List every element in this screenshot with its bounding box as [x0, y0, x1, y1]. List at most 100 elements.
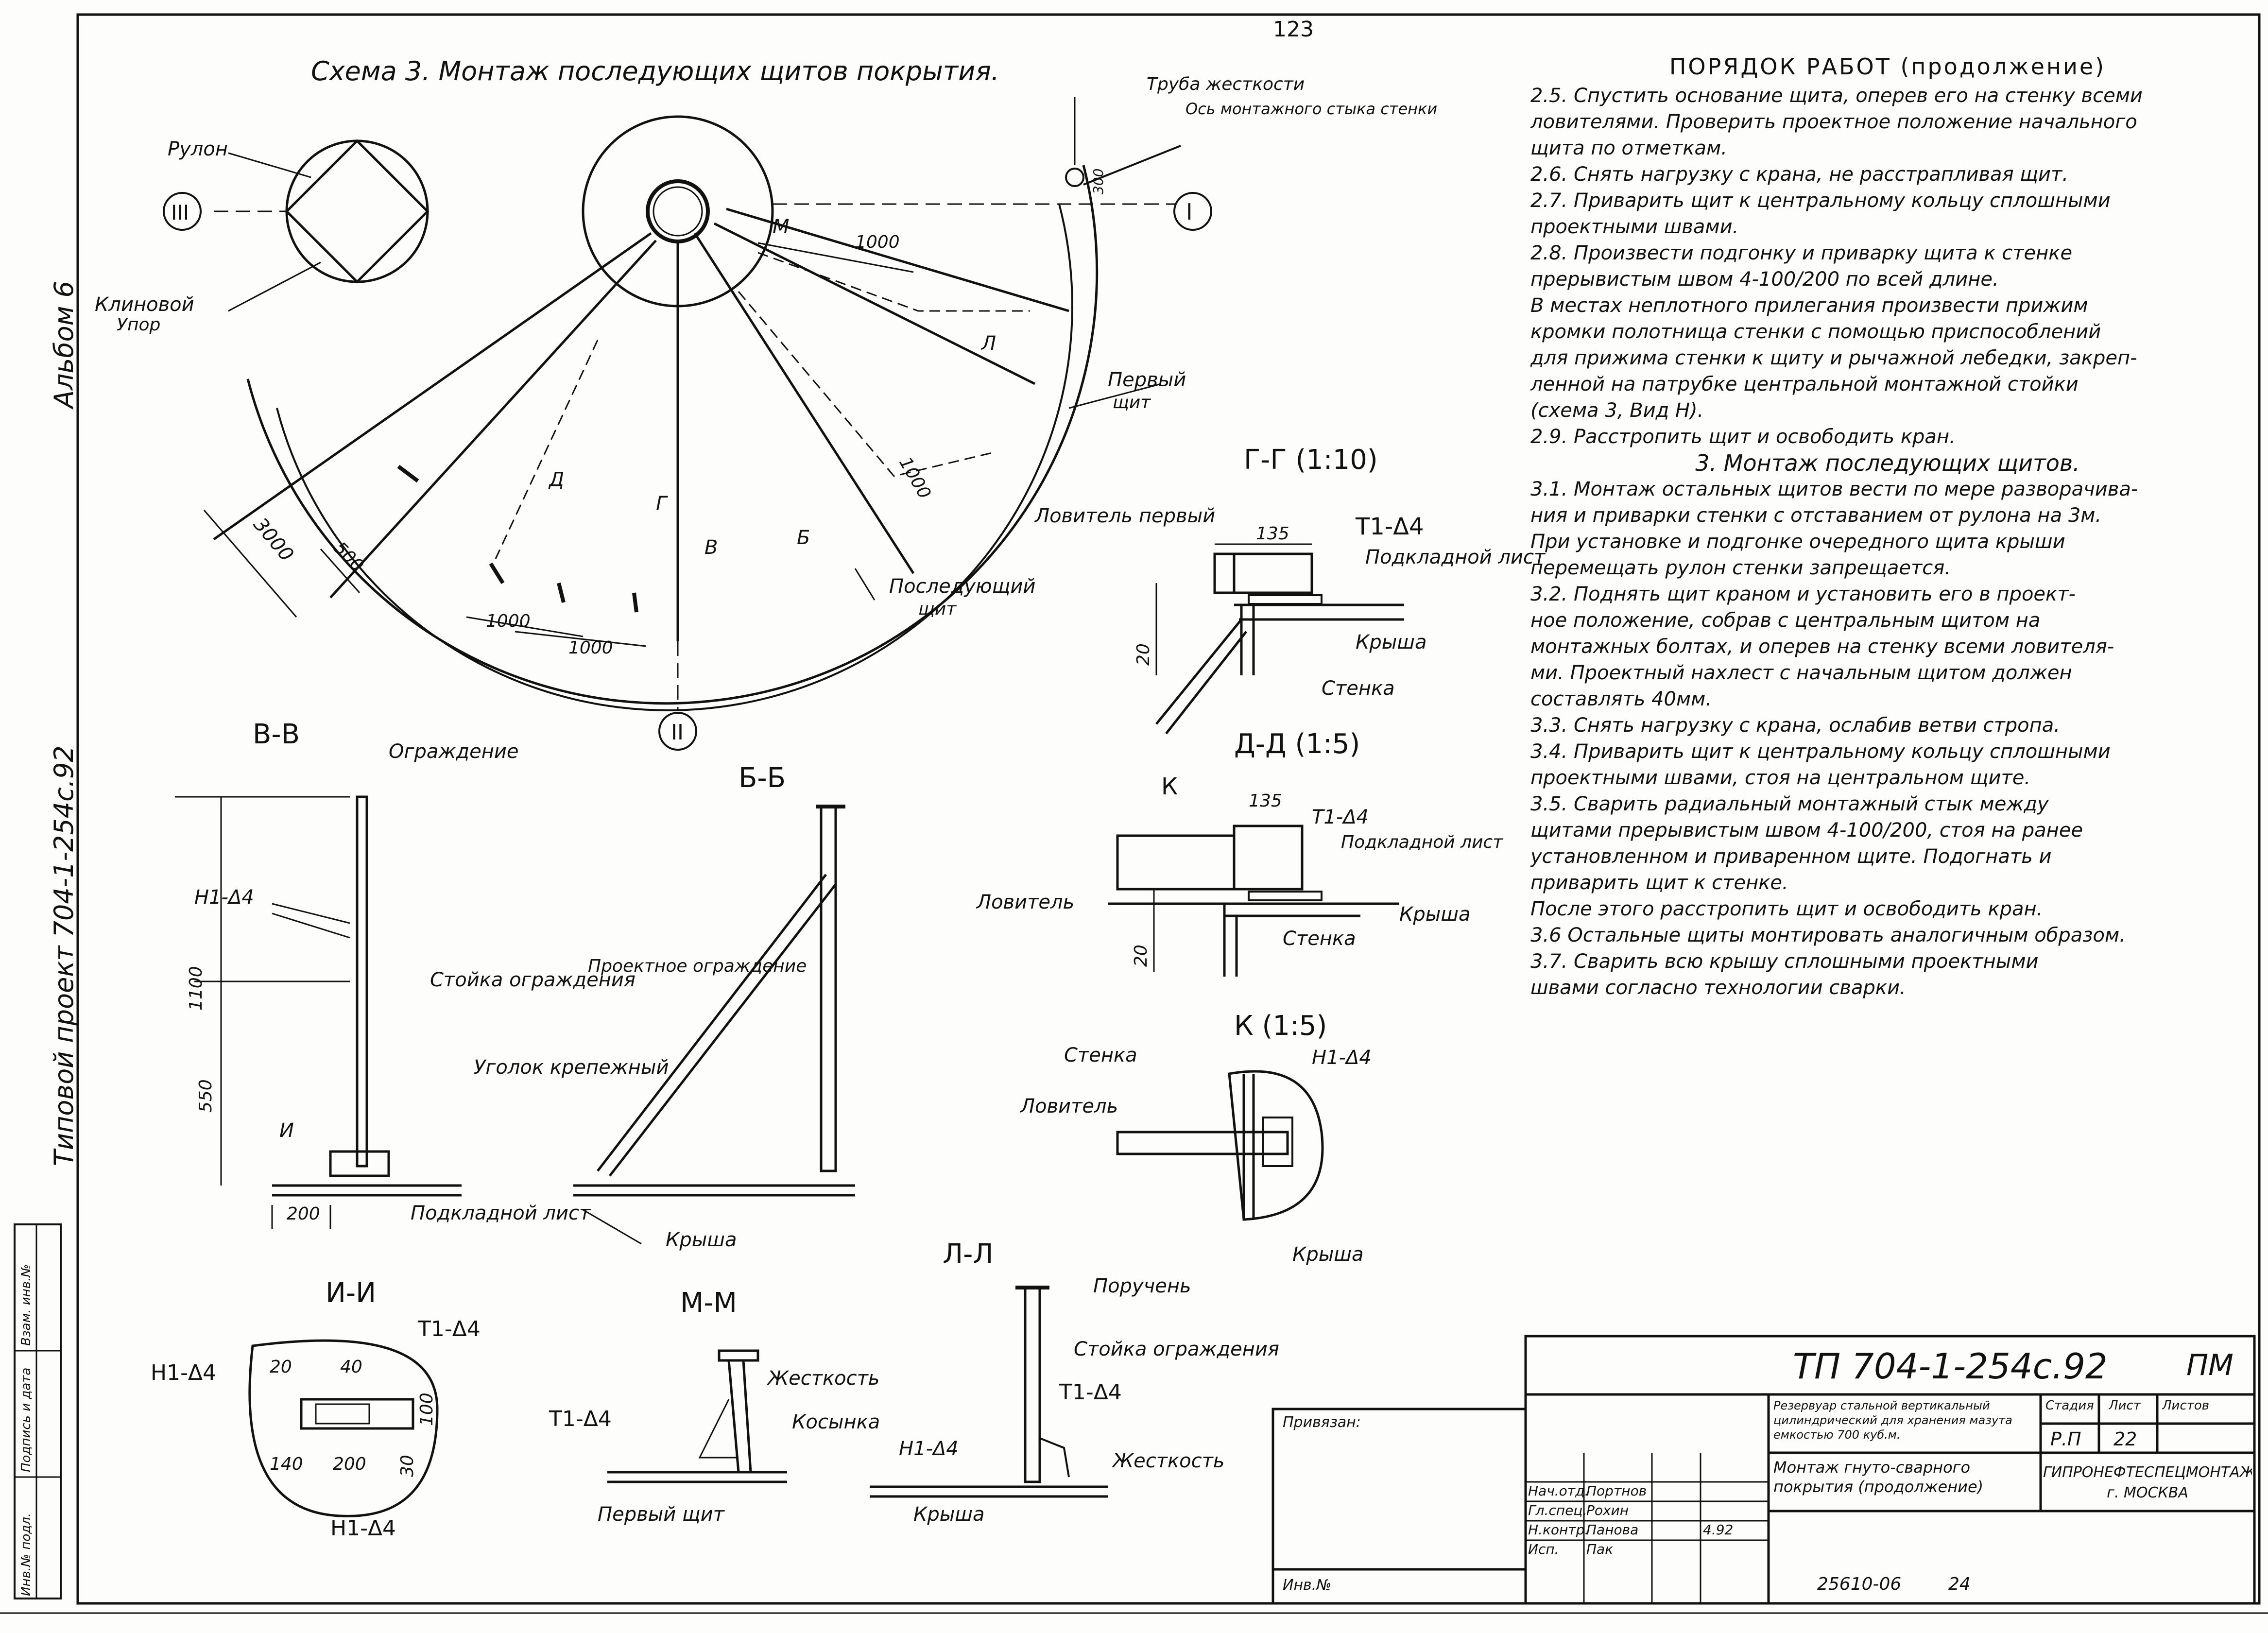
page-number: 123: [1273, 17, 1314, 42]
gg-d135: 135: [1256, 524, 1289, 544]
section-dd: [1108, 825, 1399, 977]
dd-k: К: [1161, 773, 1178, 800]
dd-lovitel: Ловитель: [976, 891, 1074, 913]
label-perviy: Первый: [1108, 369, 1186, 391]
ii-d140: 140: [270, 1454, 303, 1474]
tb-inv: Инв.№: [1283, 1577, 1332, 1594]
label-posled-schit: щит: [918, 599, 957, 619]
notes-line: ми. Проектный нахлест с начальным щитом …: [1530, 662, 2072, 684]
vv-d550: 550: [196, 1079, 216, 1113]
ii-weld-2: Т1-Δ4: [417, 1317, 481, 1341]
notes-line: 2.6. Снять нагрузку с крана, не расстрап…: [1530, 163, 2069, 186]
ii-weld-1: Н1-Δ4: [151, 1360, 216, 1385]
k-lovitel: Ловитель: [1019, 1095, 1118, 1117]
label-posled: Последующий: [889, 575, 1035, 598]
marker-roman-3: III: [171, 201, 189, 224]
notes-line: проектными швами, стоя на центральном щи…: [1530, 767, 2031, 789]
notes-line: монтажных болтах, и оперев на стенку все…: [1530, 636, 2114, 658]
notes-line: проектными швами.: [1530, 216, 1739, 238]
cut-g: Г: [656, 493, 668, 515]
dd-podklad: Подкладной лист: [1341, 832, 1503, 852]
dim-300: 300: [1090, 169, 1106, 194]
tb-bottom-code: 25610-06: [1817, 1574, 1902, 1594]
vv-d1100: 1100: [186, 966, 206, 1011]
notes-line: (схема 3, Вид Н).: [1530, 399, 1704, 422]
tb-org: ГИПРОНЕФТЕСПЕЦМОНТАЖ г. МОСКВА: [2043, 1464, 2252, 1501]
notes-line: прерывистым швом 4-100/200 по всей длине…: [1530, 268, 1999, 291]
cut-b: Б: [797, 527, 810, 549]
cut-d: Д: [548, 468, 564, 491]
ll-poruchen: Поручень: [1093, 1275, 1191, 1297]
notes-line: 3.3. Снять нагрузку с крана, ослабив вет…: [1530, 714, 2060, 737]
sidebar-album: Альбом 6: [49, 281, 79, 410]
gg-weld: Т1-Δ4: [1355, 513, 1424, 540]
dim-1000-b: 1000: [568, 638, 613, 658]
notes-line: щитами прерывистым швом 4-100/200, стоя …: [1530, 819, 2083, 842]
marker-roman-2: II: [671, 720, 684, 745]
gg-podklad: Подкладной лист: [1365, 546, 1546, 568]
tb-names-cell: Рохин: [1586, 1502, 1629, 1518]
ll-krysha: Крыша: [913, 1503, 984, 1526]
notes-line: ное положение, собрав с центральным щито…: [1530, 609, 2041, 632]
tb-names-cell: Портнов: [1586, 1483, 1647, 1499]
notes-line: После этого расстропить щит и освободить…: [1530, 898, 2043, 920]
ll-zhestk: Жесткость: [1111, 1450, 1225, 1472]
notes-line: 2.5. Спустить основание щита, оперев его…: [1530, 85, 2143, 107]
vv-ugolok: Уголок крепежный: [474, 1056, 669, 1079]
notes-line: 2.9. Расстропить щит и освободить кран.: [1530, 426, 1956, 448]
label-rulon: Рулон: [168, 138, 228, 160]
ii-d200: 200: [333, 1454, 366, 1474]
notes-line: ния и приварки стенки с отставанием от р…: [1530, 504, 2102, 527]
tb-drawing-title: Монтаж гнуто-сварного покрытия (продолже…: [1773, 1458, 1984, 1496]
gg-title: Г-Г (1:10): [1244, 444, 1378, 476]
k-stenka: Стенка: [1064, 1044, 1137, 1066]
stamp-1: Инв.№ подл.: [19, 1513, 34, 1596]
tb-privyazan: Привязан:: [1283, 1414, 1361, 1431]
work-order-notes: ПОРЯДОК РАБОТ (продолжение) 2.5. Спустит…: [1530, 53, 2245, 1001]
notes-line: составлять 40мм.: [1530, 688, 1712, 710]
tb-stadiya-label: Стадия: [2045, 1398, 2094, 1413]
notes-line: 2.8. Произвести подгонку и приварку щита…: [1530, 242, 2073, 264]
dd-d20: 20: [1131, 945, 1151, 967]
section-mm: [607, 1349, 787, 1483]
ii-d30: 30: [397, 1455, 417, 1477]
notes-line: для прижима стенки к щиту и рычажной леб…: [1530, 347, 2137, 369]
tb-roles-cell: Исп.: [1528, 1541, 1559, 1557]
vv-ograzhd: Ограждение: [389, 740, 518, 763]
tb-names-cell: Панова: [1586, 1522, 1639, 1538]
notes-line: ленной на патрубке центральной монтажной…: [1530, 373, 2079, 395]
tb-roles-cell: Н.контр.: [1528, 1522, 1589, 1538]
outer-arc: [246, 165, 1099, 705]
dd-d135: 135: [1249, 791, 1282, 811]
dim-1000-a: 1000: [486, 611, 531, 631]
cut-l: Л: [980, 332, 996, 355]
tb-names-cell: Пак: [1586, 1541, 1614, 1557]
bb-proekt: Проектное ограждение: [588, 956, 807, 976]
gg-krysha: Крыша: [1356, 631, 1426, 653]
notes-line: щита по отметкам.: [1530, 137, 1727, 159]
notes-line: кромки полотнища стенки с помощью приспо…: [1530, 321, 2101, 343]
tb-bottom-num: 24: [1948, 1574, 1971, 1594]
marker-roman-1: I: [1186, 199, 1193, 225]
notes-line: ловителями. Проверить проектное положени…: [1530, 111, 2137, 133]
notes-subhead: 3. Монтаж последующих щитов.: [1695, 450, 2080, 476]
section-bb: [573, 805, 855, 1245]
tb-roles-cell: Нач.отд.: [1528, 1483, 1589, 1499]
notes-line: 3.7. Сварить всю крышу сплошными проектн…: [1530, 950, 2039, 973]
dim-3000: 3000: [249, 514, 298, 566]
tb-description: Резервуар стальной вертикальный цилиндри…: [1773, 1399, 2012, 1442]
mm-weld: Т1-Δ4: [549, 1407, 612, 1431]
scheme-title: Схема 3. Монтаж последующих щитов покрыт…: [311, 56, 999, 86]
sidebar-project: Типовой проект 704-1-254с.92: [49, 745, 79, 1166]
tb-dates-cell: 4.92: [1703, 1522, 1734, 1538]
notes-line: 2.7. Приварить щит к центральному кольцу…: [1530, 189, 2111, 212]
ii-title: И-И: [326, 1277, 376, 1309]
section-vv: [175, 795, 462, 1229]
stamp-3: Взам. инв.№: [19, 1264, 34, 1346]
notes-line: швами согласно технологии сварки.: [1530, 977, 1906, 999]
notes-line: приварить щит к стенке.: [1530, 872, 1788, 894]
notes-line: 3.6 Остальные щиты монтировать аналогичн…: [1530, 924, 2126, 946]
dd-title: Д-Д (1:5): [1234, 728, 1360, 760]
